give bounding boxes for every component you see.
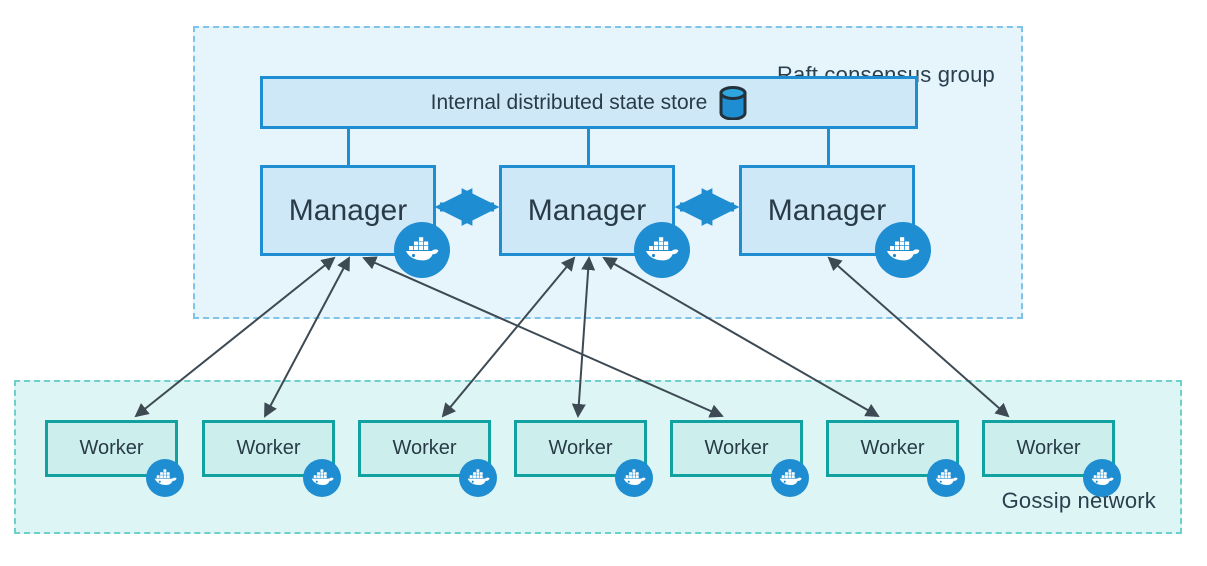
store-to-manager-connector-2 [587,126,590,168]
worker-label: Worker [548,437,613,459]
docker-whale-icon [303,459,341,497]
manager-label: Manager [767,193,887,227]
docker-whale-icon [771,459,809,497]
state-store-label: Internal distributed state store [430,90,708,114]
worker-label: Worker [392,437,457,459]
worker-label: Worker [79,437,144,459]
docker-whale-icon [1083,459,1121,497]
worker-label: Worker [860,437,925,459]
worker-label: Worker [704,437,769,459]
docker-whale-icon [615,459,653,497]
docker-whale-icon [394,222,450,278]
internal-distributed-state-store[interactable]: Internal distributed state store [260,76,918,129]
store-to-manager-connector-3 [827,126,830,168]
worker-label: Worker [1016,437,1081,459]
docker-whale-icon [875,222,931,278]
manager-label: Manager [288,193,408,227]
worker-label: Worker [236,437,301,459]
docker-whale-icon [146,459,184,497]
docker-whale-icon [459,459,497,497]
worker-node-6[interactable]: Worker [826,420,959,477]
gossip-group-label: Gossip network [1001,488,1156,513]
store-to-manager-connector-1 [347,126,350,168]
database-cylinder-icon [719,85,747,120]
docker-whale-icon [634,222,690,278]
worker-node-7[interactable]: Worker [982,420,1115,477]
manager-label: Manager [527,193,647,227]
docker-whale-icon [927,459,965,497]
